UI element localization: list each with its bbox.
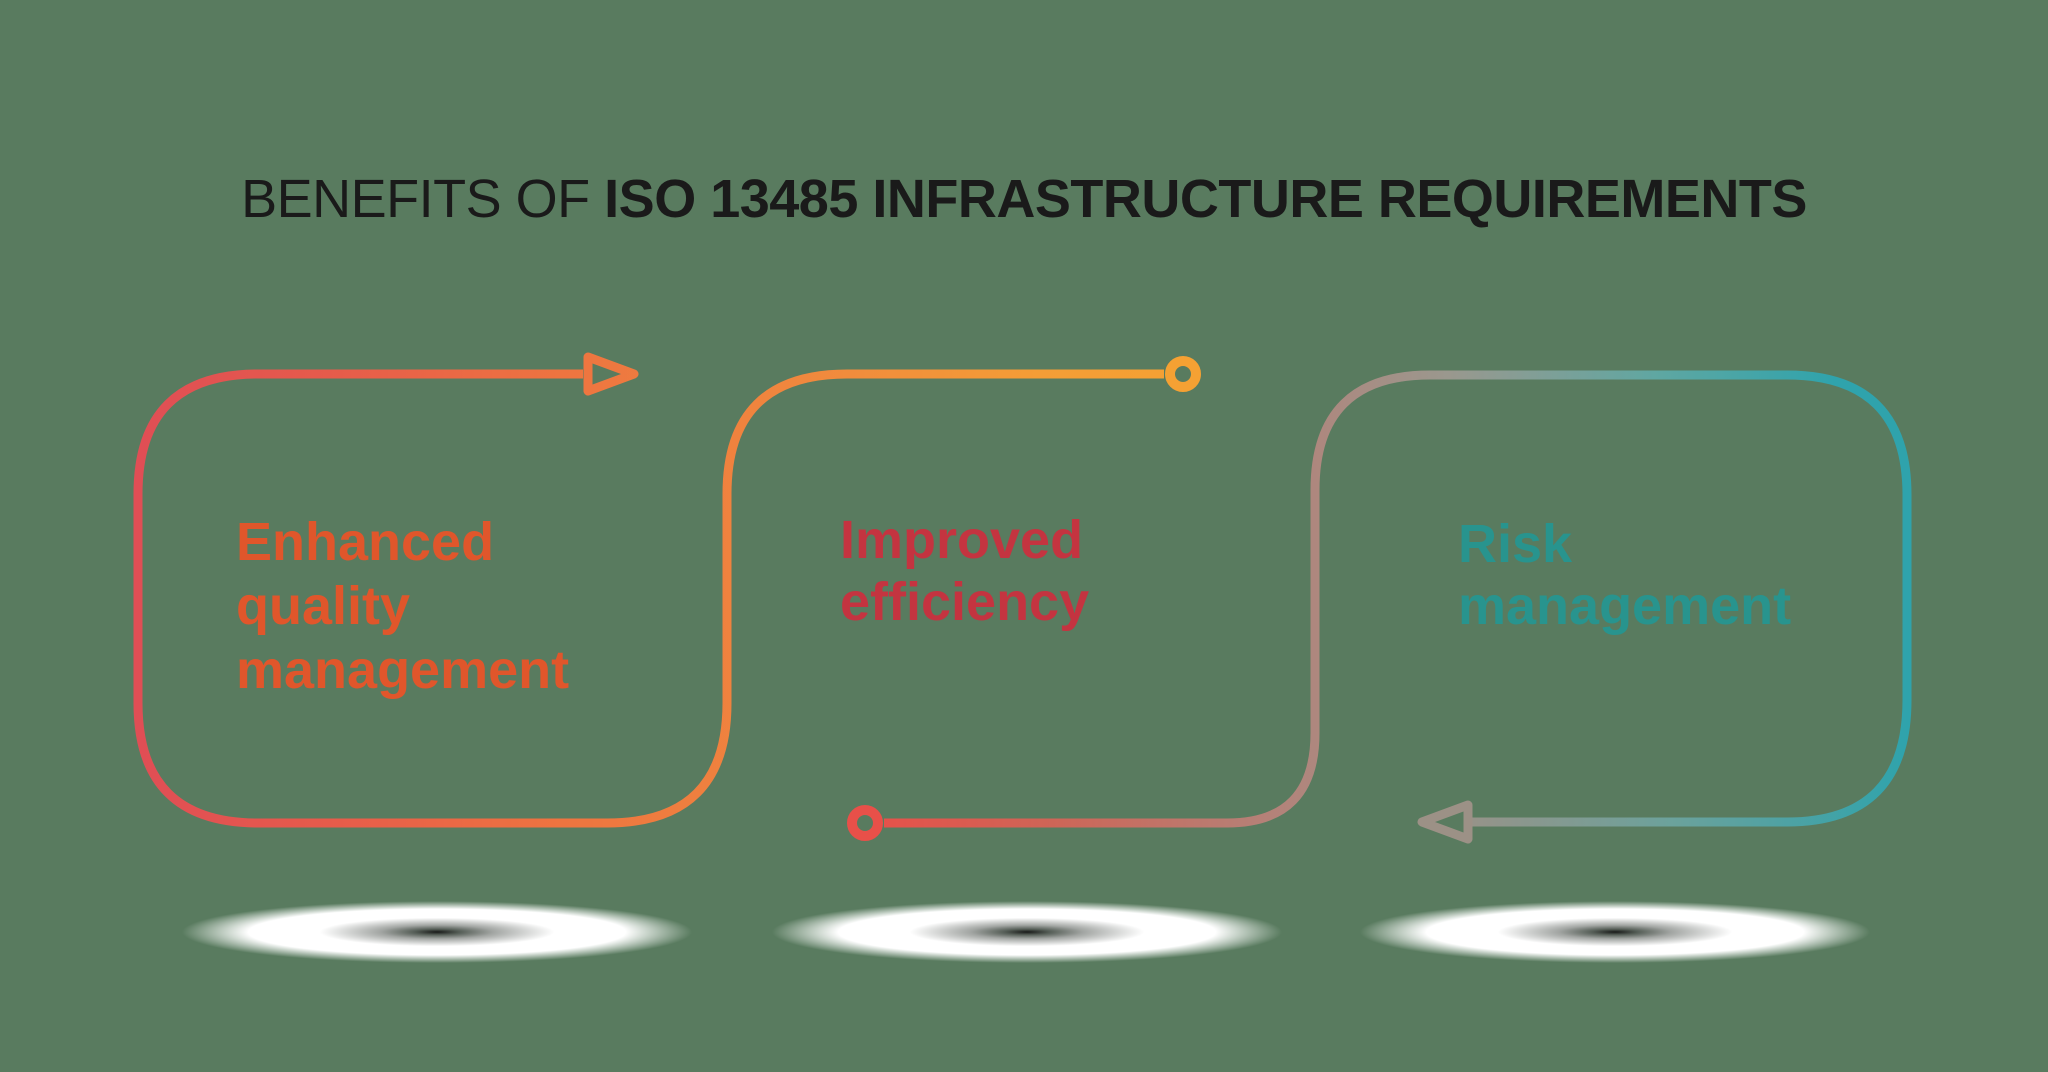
card2-card3-outline-path bbox=[884, 370, 1912, 828]
title-prefix: BENEFITS OF bbox=[241, 169, 605, 229]
card1-line: management bbox=[236, 640, 570, 700]
card3-line: management bbox=[1458, 576, 1792, 636]
card-label-enhanced-quality-management: Enhanced quality management bbox=[236, 510, 569, 702]
card3-line: Risk bbox=[1458, 514, 1573, 574]
arrow-left-icon bbox=[1417, 800, 1473, 844]
card-label-improved-efficiency: Improved efficiency bbox=[840, 509, 1089, 633]
card1-outline-path bbox=[133, 369, 1164, 828]
arrow-right-icon bbox=[583, 352, 639, 396]
shadow-ellipse bbox=[182, 901, 692, 963]
card2-line: efficiency bbox=[840, 572, 1090, 632]
shadow-ellipse bbox=[772, 901, 1282, 963]
connector-ring-top-icon bbox=[1165, 356, 1201, 392]
card1-line: quality bbox=[236, 576, 411, 636]
card2-line: Improved bbox=[840, 510, 1084, 570]
card1-line: Enhanced bbox=[236, 512, 495, 572]
connector-ring-bottom-icon bbox=[847, 805, 883, 841]
card-label-risk-management: Risk management bbox=[1458, 513, 1791, 637]
shadow-ellipse bbox=[1360, 901, 1870, 963]
page-title: BENEFITS OF ISO 13485 INFRASTRUCTURE REQ… bbox=[0, 168, 2048, 230]
card3-bottom-path bbox=[1472, 600, 1912, 827]
title-emphasis: ISO 13485 INFRASTRUCTURE REQUIREMENTS bbox=[604, 169, 1807, 229]
